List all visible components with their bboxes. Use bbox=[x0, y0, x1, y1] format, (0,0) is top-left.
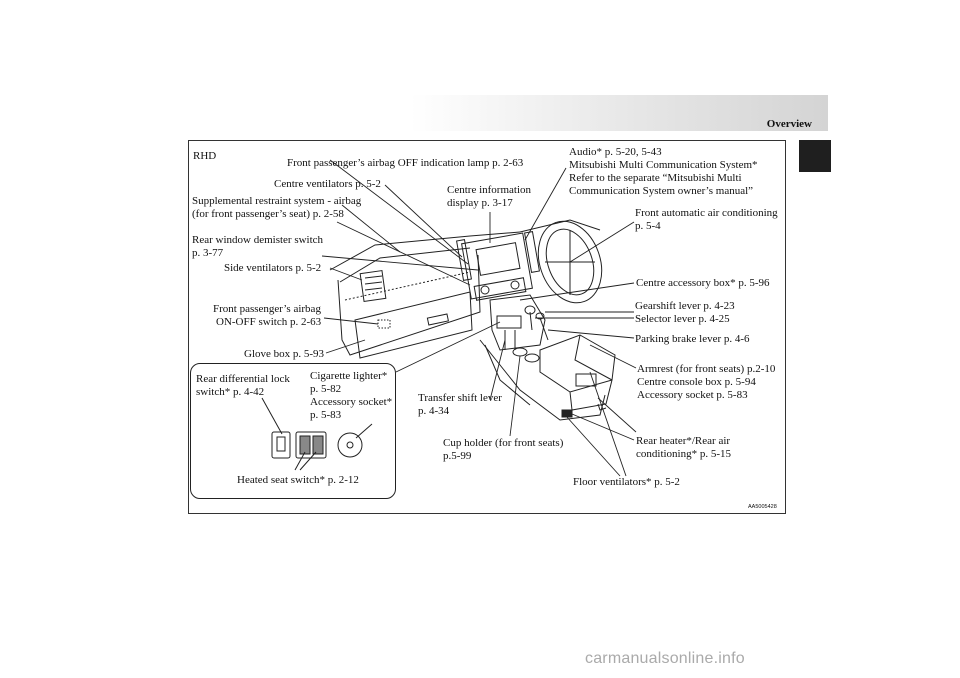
label-centre-info-2: display p. 3-17 bbox=[447, 197, 513, 209]
label-armrest-2: Centre console box p. 5-94 bbox=[637, 376, 756, 388]
label-transfer-1: Transfer shift lever bbox=[418, 392, 502, 404]
diagram-frame bbox=[188, 140, 786, 514]
label-centre-ventilators: Centre ventilators p. 5-2 bbox=[274, 178, 381, 190]
label-floor-ventilators: Floor ventilators* p. 5-2 bbox=[573, 476, 680, 488]
figure-code: AA5005428 bbox=[748, 504, 777, 510]
variant-label: RHD bbox=[193, 150, 217, 162]
label-gearshift: Gearshift lever p. 4-23 bbox=[635, 300, 735, 312]
watermark: carmanualsonline.info bbox=[585, 650, 745, 667]
label-glove-box: Glove box p. 5-93 bbox=[244, 348, 325, 360]
label-cig-1: Cigarette lighter* bbox=[310, 370, 388, 382]
label-transfer-2: p. 4-34 bbox=[418, 405, 450, 417]
label-front-ac-2: p. 5-4 bbox=[635, 220, 661, 232]
label-centre-accessory-box: Centre accessory box* p. 5-96 bbox=[636, 277, 770, 289]
label-audio-2: Mitsubishi Multi Communication System* bbox=[569, 159, 758, 171]
label-cig-3: Accessory socket* bbox=[310, 396, 393, 408]
label-side-ventilators: Side ventilators p. 5-2 bbox=[224, 262, 322, 274]
header-band bbox=[410, 95, 828, 131]
label-airbag-off-lamp: Front passenger’s airbag OFF indication … bbox=[287, 157, 524, 169]
label-audio-4: Communication System owner’s manual” bbox=[569, 185, 754, 197]
label-rear-diff-2: switch* p. 4-42 bbox=[196, 386, 265, 398]
label-front-ac-1: Front automatic air conditioning bbox=[635, 207, 778, 219]
label-heated-seat: Heated seat switch* p. 2-12 bbox=[237, 474, 359, 486]
chapter-tab bbox=[799, 140, 831, 172]
label-cig-4: p. 5-83 bbox=[310, 409, 342, 421]
inset-switch-panel bbox=[190, 363, 396, 499]
label-centre-info-1: Centre information bbox=[447, 184, 532, 196]
label-armrest-1: Armrest (for front seats) p.2-10 bbox=[637, 363, 776, 375]
label-cup-holder-1: Cup holder (for front seats) bbox=[443, 437, 564, 449]
label-audio-3: Refer to the separate “Mitsubishi Multi bbox=[569, 172, 742, 184]
label-parking-brake: Parking brake lever p. 4-6 bbox=[635, 333, 750, 345]
label-armrest-3: Accessory socket p. 5-83 bbox=[637, 389, 748, 401]
label-rear-demister-1: Rear window demister switch bbox=[192, 234, 324, 246]
label-audio-1: Audio* p. 5-20, 5-43 bbox=[569, 146, 662, 158]
label-selector: Selector lever p. 4-25 bbox=[635, 313, 730, 325]
label-rear-demister-2: p. 3-77 bbox=[192, 247, 224, 259]
label-rear-heater-2: conditioning* p. 5-15 bbox=[636, 448, 732, 460]
label-srs-airbag-2: (for front passenger’s seat) p. 2-58 bbox=[192, 208, 344, 220]
label-airbag-switch-1: Front passenger’s airbag bbox=[213, 303, 321, 315]
label-cup-holder-2: p.5-99 bbox=[443, 450, 472, 462]
label-cig-2: p. 5-82 bbox=[310, 383, 342, 395]
label-rear-diff-1: Rear differential lock bbox=[196, 373, 290, 385]
label-rear-heater-1: Rear heater*/Rear air bbox=[636, 435, 731, 447]
label-airbag-switch-2: ON-OFF switch p. 2-63 bbox=[216, 316, 322, 328]
page-title: Overview bbox=[766, 118, 812, 130]
label-srs-airbag-1: Supplemental restraint system - airbag bbox=[192, 195, 362, 207]
